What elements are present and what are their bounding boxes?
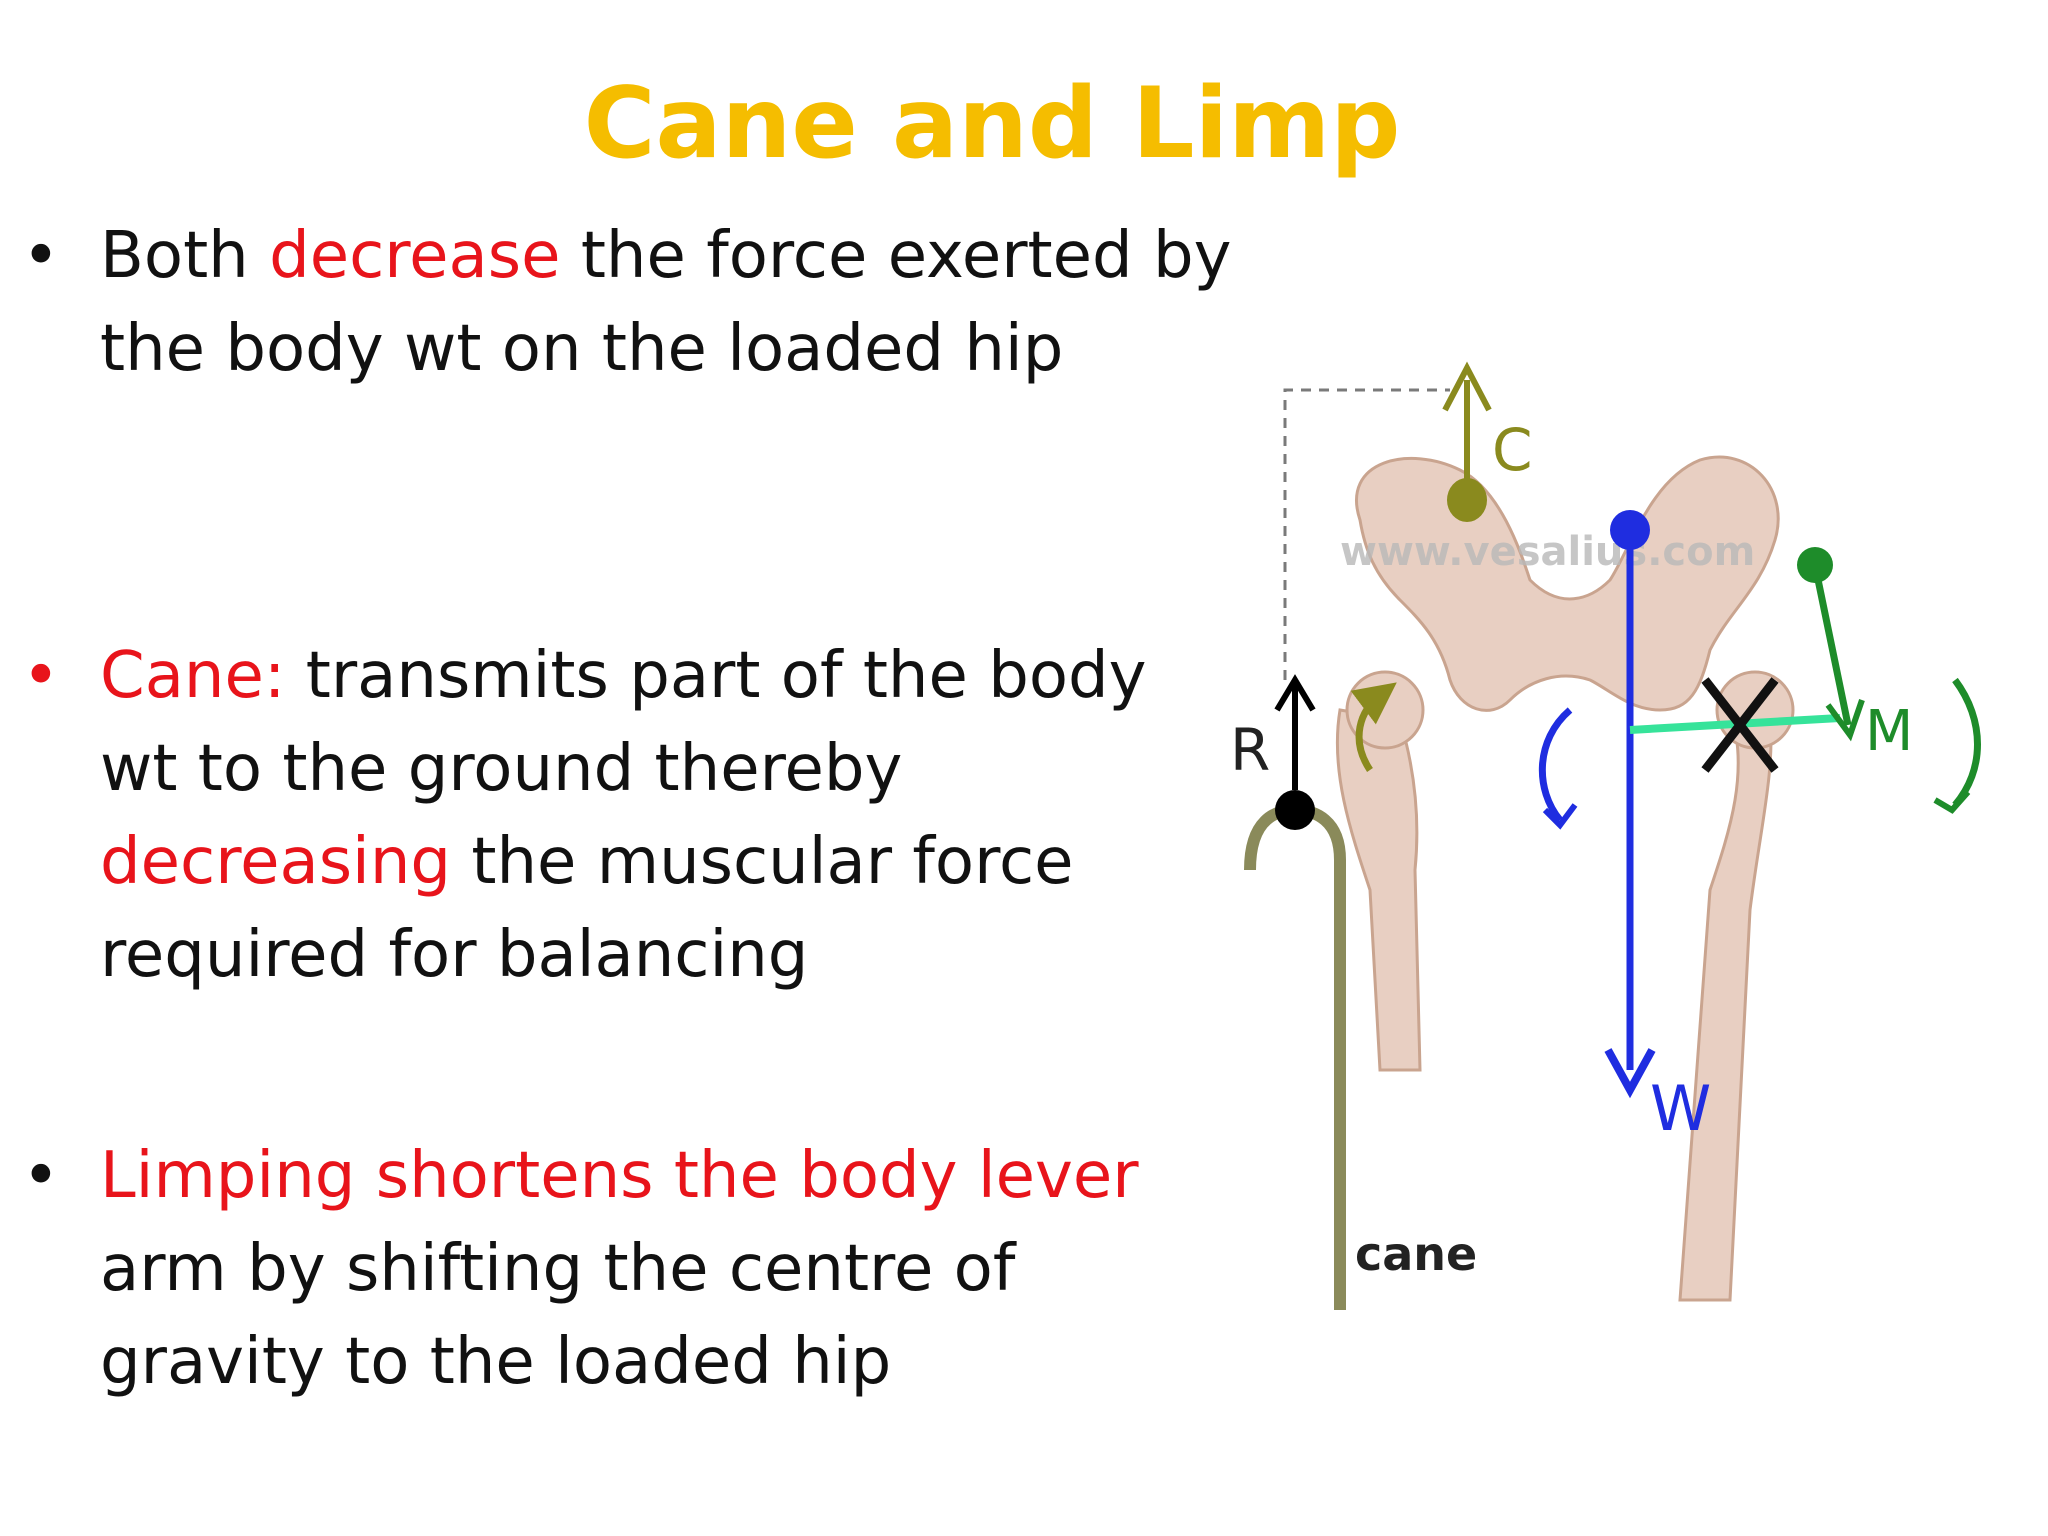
bullet-text-segment: transmits part of the body wt to the gro…: [100, 639, 1147, 806]
bullet-symbol: •: [22, 639, 60, 713]
label-m: M: [1865, 699, 1913, 764]
slide-title: Cane and Limp: [583, 67, 1401, 181]
watermark-text: www.vesalius.com: [1340, 529, 1755, 575]
bullet-highlight: Cane:: [100, 639, 286, 713]
pelvis-illustration: [1335, 455, 1795, 1302]
bullet-highlight: decrease: [269, 219, 561, 293]
bullet-text-segment: arm by shifting the centre of gravity to…: [100, 1232, 1016, 1399]
label-c: C: [1492, 416, 1533, 484]
dashed-guide-line: [1283, 388, 1450, 680]
bullet-highlight: Limping shortens the body lever: [100, 1139, 1139, 1213]
cane-moment-arrow: [1350, 682, 1397, 772]
bullet-highlight: decreasing: [100, 825, 451, 899]
bullet-text: Cane: transmits part of the body wt to t…: [100, 630, 1240, 1002]
hip-diagram-svg: www.vesalius.com C R cane: [1230, 361, 1981, 1310]
bullet-symbol: •: [22, 219, 60, 293]
muscle-force-m-arrow: [1797, 547, 1981, 814]
bullet-text-segment: Both: [100, 219, 270, 293]
bullet-text: Both decrease the force exerted by the b…: [100, 210, 1240, 396]
bullet-text-segment: the force exerted by the body wt on the …: [100, 219, 1232, 386]
bullet-text-segment: the muscular force required for balancin…: [100, 825, 1074, 992]
cane-force-c-arrow: [1442, 361, 1492, 522]
cane-illustration: [1244, 674, 1346, 1310]
hip-cane-diagram: www.vesalius.com C R cane: [1230, 350, 2040, 1330]
body-weight-w-arrow: [1538, 510, 1656, 1099]
label-r: R: [1230, 716, 1270, 784]
bullet-text: Limping shortens the body lever arm by s…: [100, 1130, 1240, 1409]
label-w: W: [1650, 1072, 1711, 1145]
hip-joint-cross: [1701, 677, 1779, 773]
label-cane: cane: [1355, 1227, 1477, 1281]
bullet-symbol: •: [22, 1139, 60, 1213]
